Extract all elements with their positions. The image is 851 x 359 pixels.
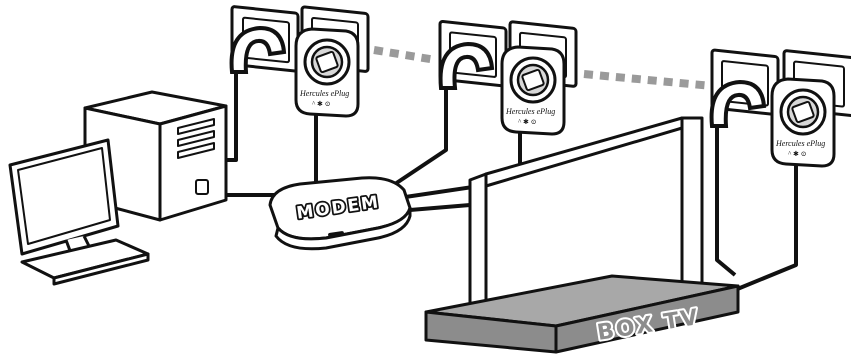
power-plug-icon (709, 79, 767, 128)
adapter-3: Hercules ePlug ^ ✱ ⊙ (770, 77, 836, 168)
adapter-brand: Hercules ePlug (299, 89, 349, 98)
power-plug-icon (438, 41, 495, 90)
cable-adapter-3-boxtv (734, 165, 798, 292)
adapter-status-leds: ^ ✱ ⊙ (788, 150, 807, 158)
adapter-status-leds: ^ ✱ ⊙ (312, 100, 331, 108)
adapter-brand: Hercules ePlug (505, 107, 555, 116)
cable-plug-3 (715, 120, 737, 277)
power-plug-icon (229, 25, 287, 74)
power-plugs (229, 25, 767, 128)
adapter-2: Hercules ePlug ^ ✱ ⊙ (500, 45, 566, 136)
monitor-icon (8, 138, 120, 258)
powerline-link-2 (583, 70, 713, 90)
box-tv: BOX TV (424, 274, 740, 354)
adapter-status-leds: ^ ✱ ⊙ (518, 118, 537, 126)
adapter-1: Hercules ePlug ^ ✱ ⊙ (294, 27, 360, 118)
powerline-link-1 (373, 46, 437, 64)
keyboard-icon (20, 238, 150, 286)
cable-plug-2 (384, 80, 448, 192)
adapter-brand: Hercules ePlug (775, 139, 825, 148)
cable-modem-tv (409, 203, 471, 212)
modem-icon: MODEM (268, 176, 412, 251)
powerline-links (373, 46, 713, 90)
cables (205, 66, 798, 292)
